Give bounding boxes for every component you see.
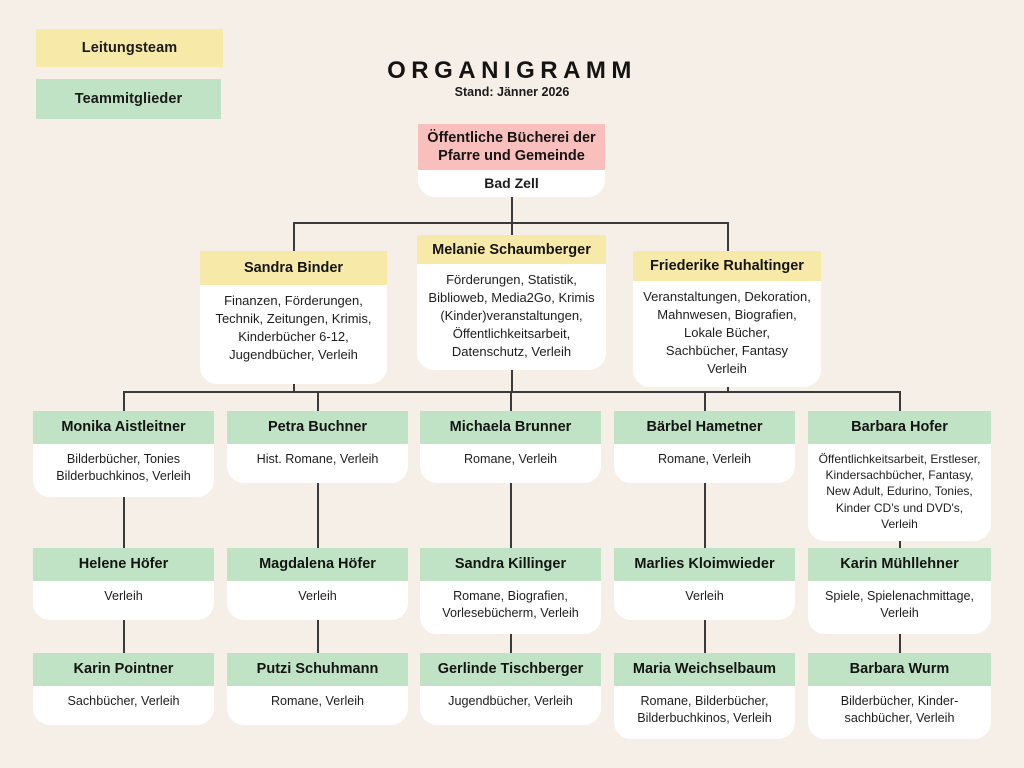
connector-team-col-4-down [899,391,901,411]
node-detail: Finanzen, Förderungen, Technik, Zeitunge… [215,293,372,362]
node-detail: Romane, Bilderbücher, Bilderbuchkinos, V… [637,694,772,726]
node-detail: Bilderbücher, Kinder- sachbücher, Verlei… [840,694,959,726]
node-detail: Öffentlichkeitsarbeit, Erstleser, Kinder… [818,452,981,531]
connector-col-1-row0-row1 [317,483,319,548]
node-detail: Verleih [685,589,724,603]
node-detail: Veranstaltungen, Dekoration, Mahnwesen, … [643,289,811,377]
connector-team-col-0-down [123,391,125,411]
node-team-marlies-kloimwieder[interactable]: Marlies Kloimwieder Verleih [614,548,795,620]
connector-leadership-bus [293,222,728,224]
node-detail: Jugendbücher, Verleih [448,694,573,708]
node-name: Michaela Brunner [420,411,601,444]
node-name: Melanie Schaumberger [417,235,606,265]
node-root-detail: Bad Zell [484,175,539,192]
node-name: Petra Buchner [227,411,408,444]
node-team-monika-aistleitner[interactable]: Monika Aistleitner Bilderbücher, Tonies … [33,411,214,497]
node-name: Sandra Binder [200,251,387,285]
page-title: ORGANIGRAMM [387,57,637,84]
node-team-gerlinde-tischberger[interactable]: Gerlinde Tischberger Jugendbücher, Verle… [420,653,601,725]
node-team-baerbel-hametner[interactable]: Bärbel Hametner Romane, Verleih [614,411,795,483]
connector-col-1-row1-row2 [317,620,319,653]
node-name: Barbara Wurm [808,653,991,686]
legend-leadership: Leitungsteam [36,29,223,67]
node-name: Friederike Ruhaltinger [633,251,821,282]
node-name: Helene Höfer [33,548,214,581]
legend-team: Teammitglieder [36,79,221,119]
node-name: Bärbel Hametner [614,411,795,444]
node-team-karin-pointner[interactable]: Karin Pointner Sachbücher, Verleih [33,653,214,725]
node-team-maria-weichselbaum[interactable]: Maria Weichselbaum Romane, Bilderbücher,… [614,653,795,739]
connector-col-2-row1-row2 [510,634,512,653]
node-team-helene-hoefer[interactable]: Helene Höfer Verleih [33,548,214,620]
node-name: Barbara Hofer [808,411,991,444]
node-team-barbara-hofer[interactable]: Barbara Hofer Öffentlichkeitsarbeit, Ers… [808,411,991,541]
node-name: Marlies Kloimwieder [614,548,795,581]
page-subtitle: Stand: Jänner 2026 [454,85,570,99]
connector-lead-2-to-bus [727,387,729,392]
node-leadership-melanie-schaumberger[interactable]: Melanie Schaumberger Förderungen, Statis… [417,235,606,370]
node-name: Gerlinde Tischberger [420,653,601,686]
node-leadership-sandra-binder[interactable]: Sandra Binder Finanzen, Förderungen, Tec… [200,251,387,384]
legend-leadership-label: Leitungsteam [81,40,178,56]
node-team-barbara-wurm[interactable]: Barbara Wurm Bilderbücher, Kinder- sachb… [808,653,991,739]
connector-col-4-row1-row2 [899,634,901,653]
node-detail: Romane, Biografien, Vorlesebücherm, Verl… [442,589,579,621]
connector-col-3-row0-row1 [704,483,706,548]
node-leadership-friederike-ruhaltinger[interactable]: Friederike Ruhaltinger Veranstaltungen, … [633,251,821,387]
node-name: Sandra Killinger [420,548,601,581]
node-detail: Sachbücher, Verleih [67,694,180,708]
node-detail: Hist. Romane, Verleih [256,452,379,466]
node-name: Karin Mühllehner [808,548,991,581]
node-root-title: Öffentliche Bücherei der Pfarre und Geme… [418,124,605,171]
connector-root-down [511,197,513,223]
node-detail: Spiele, Spielenachmittage, Verleih [824,589,975,621]
node-detail: Verleih [298,589,337,603]
node-detail: Romane, Verleih [270,694,365,708]
connector-lead-0-down [293,222,295,251]
node-name: Karin Pointner [33,653,214,686]
node-name: Maria Weichselbaum [614,653,795,686]
node-detail: Romane, Verleih [463,452,558,466]
node-name: Monika Aistleitner [33,411,214,444]
connector-team-col-2-down [510,391,512,411]
legend-team-label: Teammitglieder [74,91,183,107]
connector-lead-1-down [511,222,513,235]
connector-col-4-row0-row1 [899,541,901,548]
connector-col-2-row0-row1 [510,483,512,548]
node-name: Putzi Schuhmann [227,653,408,686]
node-team-michaela-brunner[interactable]: Michaela Brunner Romane, Verleih [420,411,601,483]
connector-col-0-row0-row1 [123,497,125,548]
connector-col-3-row1-row2 [704,620,706,653]
node-name: Magdalena Höfer [227,548,408,581]
node-team-putzi-schuhmann[interactable]: Putzi Schuhmann Romane, Verleih [227,653,408,725]
node-team-magdalena-hoefer[interactable]: Magdalena Höfer Verleih [227,548,408,620]
node-detail: Verleih [104,589,143,603]
node-team-karin-muehllehner[interactable]: Karin Mühllehner Spiele, Spielenachmitta… [808,548,991,634]
node-detail: Bilderbücher, Tonies Bilderbuchkinos, Ve… [56,452,191,484]
node-detail: Romane, Verleih [657,452,752,466]
connector-lead-2-down [727,222,729,251]
node-team-petra-buchner[interactable]: Petra Buchner Hist. Romane, Verleih [227,411,408,483]
connector-col-0-row1-row2 [123,620,125,653]
connector-team-col-3-down [704,391,706,411]
node-detail: Förderungen, Statistik, Biblioweb, Media… [428,272,595,360]
node-team-sandra-killinger[interactable]: Sandra Killinger Romane, Biografien, Vor… [420,548,601,634]
connector-team-col-1-down [317,391,319,411]
connector-lead-0-to-bus [293,384,295,392]
node-root[interactable]: Öffentliche Bücherei der Pfarre und Geme… [418,124,605,197]
connector-lead-1-to-bus [511,370,513,392]
